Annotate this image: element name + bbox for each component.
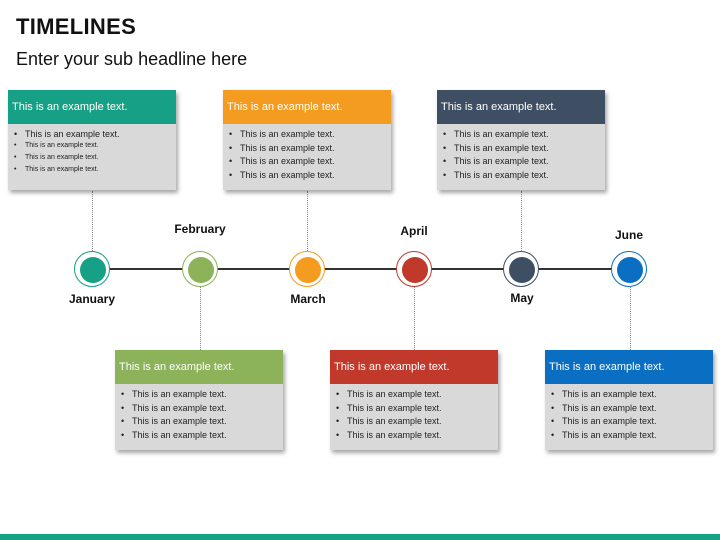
page-subtitle: Enter your sub headline here: [16, 49, 248, 69]
card-header: This is an example text.: [115, 350, 283, 384]
connector-may: [521, 191, 522, 251]
card-bullet: This is an example text.: [119, 429, 283, 443]
card-bullet: This is an example text.: [334, 388, 498, 402]
card-bullet: This is an example text.: [334, 415, 498, 429]
timeline-card-march: This is an example text. This is an exam…: [223, 90, 391, 190]
card-bullet: This is an example text.: [549, 415, 713, 429]
timeline-node-march: [289, 251, 325, 287]
card-bullet: This is an example text.: [12, 164, 176, 176]
month-label-january: January: [68, 292, 116, 306]
timeline-card-april: This is an example text. This is an exam…: [330, 350, 498, 450]
card-bullet: This is an example text.: [549, 429, 713, 443]
timeline-node-january: [74, 251, 110, 287]
connector-march: [307, 191, 308, 251]
card-bullet: This is an example text.: [119, 415, 283, 429]
card-bullet: This is an example text.: [549, 402, 713, 416]
card-bullet: This is an example text.: [441, 128, 605, 142]
card-body: This is an example text. This is an exam…: [115, 384, 283, 450]
card-bullet: This is an example text.: [441, 155, 605, 169]
card-bullet: This is an example text.: [119, 388, 283, 402]
card-bullet: This is an example text.: [119, 402, 283, 416]
timeline-card-january: This is an example text. This is an exam…: [8, 90, 176, 190]
card-bullet: This is an example text.: [441, 142, 605, 156]
timeline-line: [92, 268, 629, 270]
card-body: This is an example text. This is an exam…: [437, 124, 605, 190]
card-bullet: This is an example text.: [227, 169, 391, 183]
card-bullet: This is an example text.: [334, 429, 498, 443]
card-bullet: This is an example text.: [227, 155, 391, 169]
timeline-card-may: This is an example text. This is an exam…: [437, 90, 605, 190]
month-label-april: April: [400, 224, 428, 238]
card-bullet: This is an example text.: [227, 142, 391, 156]
month-label-march: March: [290, 292, 326, 306]
node-dot: [80, 257, 106, 283]
card-body: This is an example text. This is an exam…: [545, 384, 713, 450]
node-dot: [509, 257, 535, 283]
card-bullet: This is an example text.: [227, 128, 391, 142]
month-label-february: February: [174, 222, 226, 236]
node-dot: [295, 257, 321, 283]
card-header: This is an example text.: [223, 90, 391, 124]
card-header: This is an example text.: [437, 90, 605, 124]
timeline-card-june: This is an example text. This is an exam…: [545, 350, 713, 450]
card-bullet: This is an example text.: [12, 152, 176, 164]
node-dot: [617, 257, 643, 283]
timeline-node-june: [611, 251, 647, 287]
node-dot: [402, 257, 428, 283]
connector-february: [200, 287, 201, 350]
card-bullet: This is an example text.: [12, 140, 176, 152]
connector-january: [92, 191, 93, 251]
month-label-june: June: [614, 228, 643, 242]
timeline-node-may: [503, 251, 539, 287]
card-body: This is an example text. This is an exam…: [223, 124, 391, 190]
card-header: This is an example text.: [545, 350, 713, 384]
card-body: This is an example text. This is an exam…: [8, 124, 176, 190]
timeline-node-april: [396, 251, 432, 287]
node-dot: [188, 257, 214, 283]
bottom-accent-bar: [0, 534, 720, 540]
card-bullet: This is an example text.: [441, 169, 605, 183]
timeline-node-february: [182, 251, 218, 287]
card-header: This is an example text.: [330, 350, 498, 384]
month-label-may: May: [510, 291, 534, 305]
card-header: This is an example text.: [8, 90, 176, 124]
connector-june: [630, 287, 631, 350]
timeline-card-february: This is an example text. This is an exam…: [115, 350, 283, 450]
card-bullet: This is an example text.: [549, 388, 713, 402]
card-body: This is an example text. This is an exam…: [330, 384, 498, 450]
connector-april: [414, 287, 415, 350]
page-title: TIMELINES: [16, 14, 137, 39]
card-bullet: This is an example text.: [334, 402, 498, 416]
card-bullet: This is an example text.: [12, 128, 176, 140]
